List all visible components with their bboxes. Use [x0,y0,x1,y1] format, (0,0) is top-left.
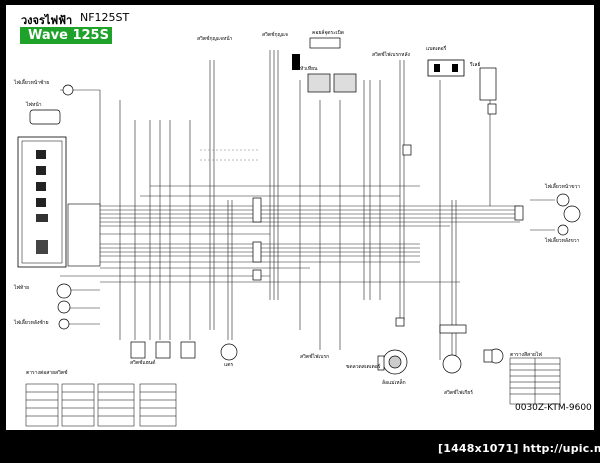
ignition-coil-icon [292,54,300,70]
component-label: สวิตช์ไฟเกียร์ [444,390,473,396]
component-label: ตารางสีสายไฟ [510,352,542,358]
component-label: สวิตช์ไฟเบรกหลัง [372,52,410,58]
component-label: แบตเตอรี่ [426,46,447,52]
right-headlight-icon [563,205,581,223]
part-number: 0030Z-KTM-9600 [515,403,592,413]
switch-b-icon [155,341,171,359]
component-label: แตร [224,362,234,368]
fuse-box-icon [309,37,341,49]
headlight-icon [29,109,61,125]
component-label: สวิตช์กุญแจหน้า [197,36,233,42]
connector-c [252,269,262,281]
rear-turn-lamp-icon [58,318,70,330]
component-label: รีเลย์ [470,62,481,68]
component-label: ไฟเลี้ยวหลังขวา [545,238,580,244]
component-label: หัวเทียน [300,66,318,72]
horn-icon [220,343,238,361]
left-lamps [29,84,74,330]
switch-a-icon [130,341,146,359]
regulator-icon [307,73,331,93]
starter-motor-icon [442,354,462,374]
relay-icon [479,67,497,101]
connector-horn [395,317,405,327]
switch-c-icon [180,341,196,359]
component-label: ล้อแม่เหล็ก [382,380,406,386]
handlebar-switches [130,341,238,361]
component-label: คอยล์จุดระเบิด [312,30,345,36]
switch-tables [25,383,177,427]
component-label: สวิตช์กุญแจ [262,32,288,38]
model-badge: Wave 125S [20,27,112,44]
component-label: ไฟหน้า [26,102,42,108]
connector-relay [487,103,497,115]
right-front-turn-lamp-icon [556,193,570,207]
connector-fuse [402,144,412,156]
rectifier-icon [333,73,357,93]
connectors [252,103,524,334]
connector-bottom [439,324,467,334]
component-label: ไฟท้าย [14,285,30,291]
connector-right [514,205,524,221]
right-lamps [556,193,581,236]
right-rear-turn-lamp-icon [557,224,569,236]
component-label: ไฟเลี้ยวหลังซ้าย [14,320,49,326]
component-label: สวิตช์ไฟเบรก [300,354,330,360]
connector-b [252,241,262,263]
fuse-and-relay [307,37,497,101]
component-label: ไฟเลี้ยวหน้าซ้าย [14,80,50,86]
component-label: ขดลวดสเตเตอร์ [346,364,381,370]
front-turn-lamp-icon [62,84,74,96]
color-legend-table [509,357,561,405]
connector-a [252,197,262,223]
component-label: สวิตช์แฮนด์ [130,360,156,366]
page-title: วงจรไฟฟ้า [21,14,73,27]
component-label: ตารางต่อสายสวิตช์ [26,370,68,376]
combination-meter [17,136,101,268]
taillight-icon [56,283,72,299]
image-size-watermark: [1448x1071] http://upic.me/ [438,442,600,455]
component-label: ไฟเลี้ยวหน้าขวา [545,184,581,190]
battery-icon [427,59,465,77]
model-code: NF125ST [80,11,130,24]
stoplight-icon [57,300,71,314]
bottom-components [377,348,504,375]
dashed-guides [200,149,260,161]
